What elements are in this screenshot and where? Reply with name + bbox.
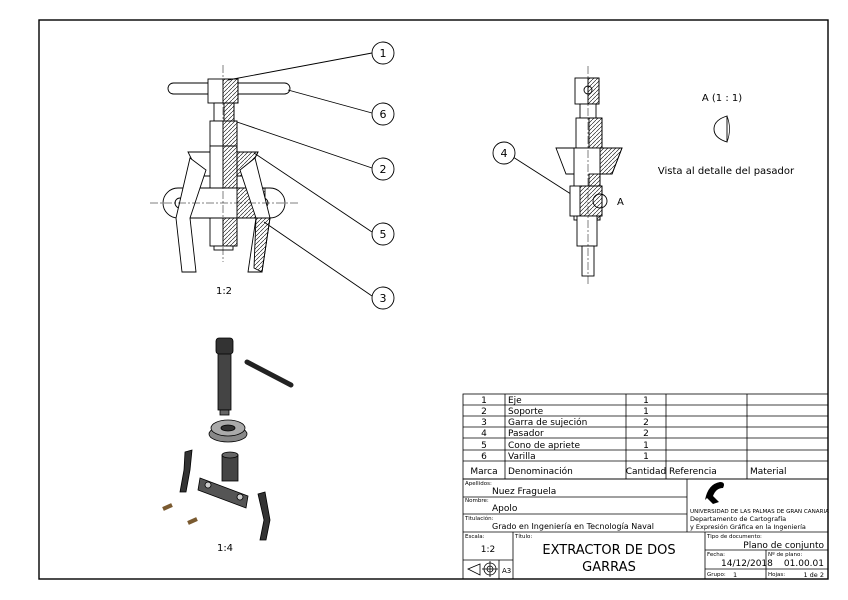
apellidos-label: Apellidos: (465, 481, 492, 487)
parts-list-table (462, 393, 829, 480)
front-view-scale: 1:2 (216, 286, 232, 297)
detail-caption: Vista al detalle del pasador (658, 166, 795, 177)
balloon-4-label: 4 (501, 147, 508, 160)
parts-row-1-denominacion: Eje (508, 396, 522, 406)
parts-header-material: Material (750, 467, 787, 477)
balloon-1-label: 1 (380, 47, 387, 60)
parts-row-2-marca: 2 (481, 407, 487, 417)
university-name: UNIVERSIDAD DE LAS PALMAS DE GRAN CANARI… (690, 509, 829, 515)
balloon-6-label: 6 (380, 108, 387, 121)
parts-row-6-cantidad: 1 (643, 452, 649, 462)
parts-row-3-denominacion: Garra de sujeción (508, 417, 587, 428)
titulacion-label: Titulación: (464, 515, 494, 522)
parts-row-5-denominacion: Cono de apriete (508, 441, 580, 451)
tipo-label: Tipo de documento: (706, 534, 762, 540)
iso-view-scale: 1:4 (217, 543, 233, 554)
titulo-line-2: GARRAS (582, 560, 636, 575)
plano-label: Nº de plano: (768, 551, 802, 558)
hojas-value: 1 de 2 (803, 571, 824, 579)
nombre-label: Nombre: (465, 498, 489, 504)
parts-header-referencia: Referencia (669, 467, 717, 477)
fecha-value: 14/12/2018 (721, 559, 773, 569)
balloon-6 (371, 102, 395, 126)
parts-row-2-cantidad: 1 (643, 407, 649, 417)
fecha-label: Fecha: (707, 552, 725, 558)
parts-row-3-marca: 3 (481, 418, 487, 428)
hojas-label: Hojas: (768, 572, 785, 578)
parts-row-4-denominacion: Pasador (508, 429, 544, 439)
parts-row-5-marca: 5 (481, 441, 487, 451)
parts-header-cantidad: Cantidad (626, 467, 666, 477)
plano-value: 01.00.01 (784, 559, 824, 569)
side-section-view (555, 77, 623, 277)
sheet-border (38, 19, 829, 580)
parts-row-4-marca: 4 (481, 429, 487, 439)
section-marker-a: A (617, 197, 624, 208)
title-block (462, 478, 829, 580)
format-value: A3 (502, 567, 511, 575)
balloon-3-label: 3 (380, 292, 387, 305)
parts-header-marca: Marca (470, 467, 497, 477)
titulo-label: Título: (514, 533, 532, 540)
parts-row-4-cantidad: 2 (643, 429, 649, 439)
grupo-label: Grupo: (707, 572, 726, 578)
grupo-value: 1 (733, 571, 737, 579)
escala-value: 1:2 (481, 545, 495, 555)
balloon-4 (492, 141, 516, 165)
parts-row-6-marca: 6 (481, 452, 487, 462)
balloon-2-label: 2 (380, 163, 387, 176)
projection-symbol (467, 561, 498, 577)
escala-label: Escala: (465, 534, 485, 540)
balloon-1 (371, 41, 395, 65)
tipo-value: Plano de conjunto (743, 541, 824, 551)
parts-row-1-cantidad: 1 (643, 396, 649, 406)
nombre-value: Apolo (492, 504, 518, 514)
balloon-2 (371, 157, 395, 181)
university-logo (705, 482, 724, 504)
balloon-5 (371, 222, 395, 246)
iso-exploded-view (162, 337, 294, 541)
detail-title: A (1 : 1) (702, 93, 742, 104)
balloon-3 (371, 286, 395, 310)
department-name: Departamento de Cartografía (690, 515, 786, 523)
titulo-line-1: EXTRACTOR DE DOS (542, 543, 675, 558)
parts-row-3-cantidad: 2 (643, 418, 649, 428)
parts-row-2-denominacion: Soporte (508, 407, 544, 417)
apellidos-value: Nuez Fraguela (492, 487, 556, 497)
parts-row-1-marca: 1 (481, 396, 487, 406)
front-view (162, 78, 291, 273)
parts-row-6-denominacion: Varilla (508, 452, 536, 462)
department-name-2: y Expresión Gráfica en la Ingeniería (690, 523, 806, 531)
titulacion-value: Grado en Ingeniería en Tecnología Naval (492, 522, 654, 531)
parts-header-denominacion: Denominación (508, 466, 573, 477)
balloon-5-label: 5 (380, 228, 387, 241)
parts-row-5-cantidad: 1 (643, 441, 649, 451)
detail-pin-shape (713, 115, 728, 143)
